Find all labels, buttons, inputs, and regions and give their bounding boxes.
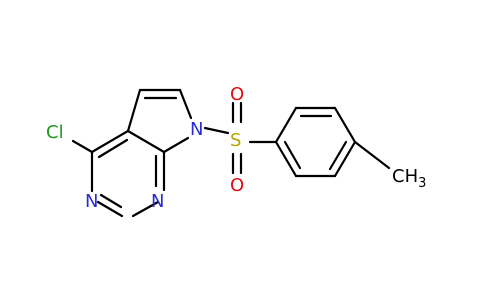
sulfur-label: S xyxy=(230,130,241,151)
oxygen-top-label: O xyxy=(230,84,244,105)
bond-n-s xyxy=(203,126,230,135)
pyrrole-nitrogen-label: N xyxy=(190,119,203,140)
bond-c6-n5 xyxy=(96,200,124,218)
bond-c6p-n xyxy=(178,88,193,120)
pyrimidine-nitrogen-left-label: N xyxy=(85,191,98,212)
bond-ar3-ar4 xyxy=(333,106,357,144)
sulfonyl-group xyxy=(203,101,278,175)
bond-n7-c6 xyxy=(131,200,160,218)
bond-c6-n5-double xyxy=(99,193,123,209)
bond-c4-c4a-double xyxy=(97,138,129,159)
pyrimidine-ring xyxy=(90,129,166,218)
bond-ar1-ar2 xyxy=(274,106,298,144)
bond-ar4-methyl xyxy=(353,140,391,170)
pyrimidine-nitrogen-bottom-label: N xyxy=(151,191,164,212)
bond-n-c7a xyxy=(162,136,190,154)
pyrrole-ring xyxy=(126,88,193,154)
bond-ar6-ar1 xyxy=(274,140,298,178)
bond-c4a-c7a xyxy=(126,129,166,154)
chlorine-label: Cl xyxy=(46,122,64,143)
bond-ar6-ar1-double xyxy=(283,140,302,170)
methyl-label: CH3 xyxy=(392,166,426,191)
bond-ar4-ar5 xyxy=(333,140,357,178)
tolyl-ring xyxy=(274,106,357,178)
bond-ar4-ar5-double xyxy=(328,140,348,171)
oxygen-bottom-label: O xyxy=(230,175,244,196)
methyl-ch-label: CH xyxy=(392,166,418,187)
methyl-subscript-label: 3 xyxy=(418,176,426,191)
bond-c4a-c5 xyxy=(126,88,142,133)
bond-c4-cl xyxy=(71,139,94,154)
bond-c4-c4a xyxy=(90,129,130,154)
